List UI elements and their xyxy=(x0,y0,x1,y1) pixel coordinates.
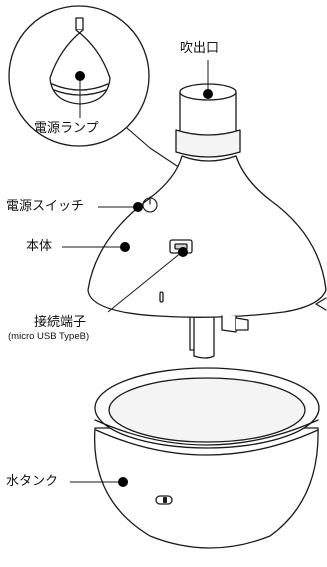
body-dot xyxy=(120,242,130,252)
outlet-collar xyxy=(175,129,241,158)
water-tank-bowl xyxy=(93,427,319,549)
water-tank-band-2 xyxy=(95,429,319,456)
body-base-mount xyxy=(189,315,249,359)
power-switch-dot xyxy=(133,202,143,212)
main-body-dome xyxy=(87,155,327,318)
label-power-lamp: 電源ランプ xyxy=(34,121,99,136)
label-power-switch: 電源スイッチ xyxy=(6,199,85,214)
leader-dots xyxy=(75,71,213,487)
inset-pointer-line xyxy=(119,121,181,169)
water-tank xyxy=(93,367,320,549)
label-water-tank: 水タンク xyxy=(6,474,59,489)
water-tank-inner xyxy=(108,377,306,443)
inset-nozzle xyxy=(75,17,84,31)
label-connector: 接続端子 xyxy=(34,315,87,330)
connector-dot xyxy=(178,247,188,257)
right-edge-arrow xyxy=(315,297,327,311)
label-outlet: 吹出口 xyxy=(180,41,220,56)
outlet-dot xyxy=(203,89,213,99)
body-slot xyxy=(159,291,164,303)
power-lamp-dot xyxy=(75,71,85,81)
water-tank-band xyxy=(94,419,319,446)
label-body: 本体 xyxy=(26,239,53,254)
connector-leader xyxy=(107,251,183,313)
water-tank-dot xyxy=(118,477,128,487)
power-lamp-inset xyxy=(8,5,181,169)
power-switch-icon[interactable] xyxy=(142,196,158,213)
label-connector-note: (micro USB TypeB) xyxy=(8,331,90,342)
leader-lines xyxy=(62,60,209,483)
